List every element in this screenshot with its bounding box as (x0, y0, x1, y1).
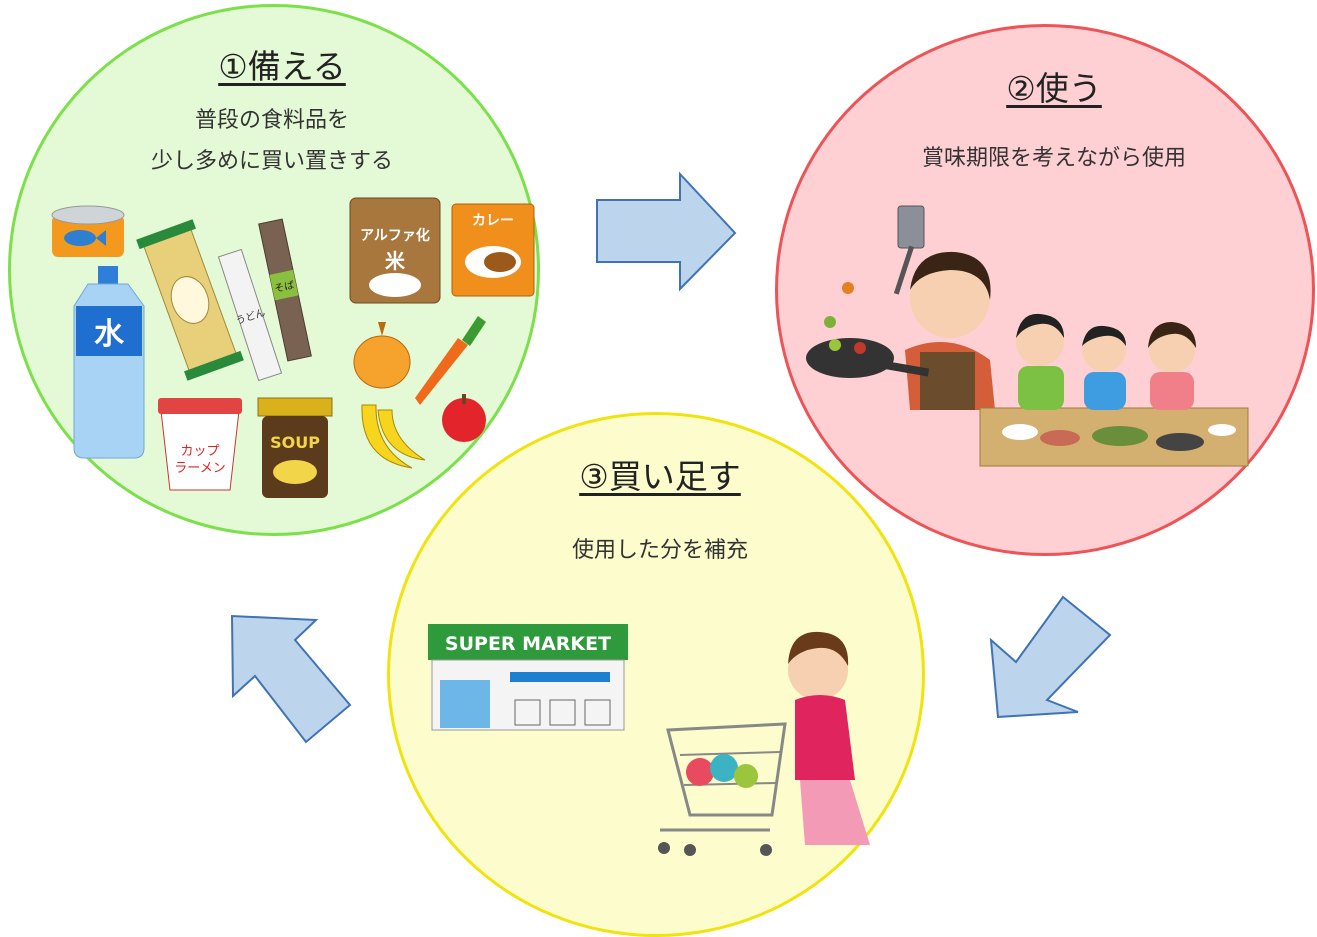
cup-noodle-label-2: ラーメン (174, 461, 225, 476)
frying-pan-icon (806, 282, 930, 378)
cup-noodle-icon: カップ ラーメン (158, 398, 242, 491)
down-left-arrow-icon (989, 595, 1112, 719)
soba-label: そば (273, 279, 295, 295)
step-3-title: ③買い足す (579, 457, 741, 496)
water-label: 水 (94, 317, 125, 352)
woman-with-cart-icon (658, 631, 870, 856)
mother-cooking-icon (905, 251, 995, 410)
family-dining-table-icon (979, 313, 1249, 467)
carrot-icon (415, 316, 486, 405)
stockpile-foods-illustration: 水 うどん そば アルファ化 米 カレー (51, 197, 535, 498)
udon-noodles-icon: うどん (217, 248, 283, 382)
step-1-title: ①備える (218, 47, 346, 86)
alpha-rice-label-2: 米 (385, 249, 406, 273)
alpha-rice-pack-icon: アルファ化 米 (349, 197, 441, 304)
soup-cup-icon: SOUP (257, 397, 333, 498)
step-3-description: 使用した分を補充 (571, 538, 749, 563)
family-cooking-illustration (806, 205, 1249, 467)
supermarket-sign: SUPER MARKET (445, 633, 611, 655)
step-1-description-line-2: 少し多めに買い置きする (150, 149, 394, 174)
step-1-description: 普段の食料品を 少し多めに買い置きする (151, 100, 393, 182)
supermarket-building-icon: SUPER MARKET (428, 624, 628, 731)
right-arrow-icon (596, 171, 737, 292)
alpha-rice-label-1: アルファ化 (360, 227, 430, 244)
curry-pouch-icon: カレー (451, 203, 535, 297)
up-left-arrow-icon (230, 614, 352, 744)
soba-noodles-icon: そば (258, 218, 312, 362)
curry-label: カレー (472, 213, 514, 229)
step-2-description: 賞味期限を考えながら使用 (921, 146, 1187, 171)
step-2-title: ②使う (1006, 69, 1102, 108)
apple-icon (442, 394, 486, 442)
step-1-description-line-1: 普段の食料品を (194, 108, 350, 133)
cup-noodle-label-1: カップ (180, 444, 219, 459)
step-2-circle (775, 24, 1315, 556)
soup-label: SOUP (270, 433, 320, 452)
pasta-pack-icon (136, 219, 244, 381)
banana-icon (361, 404, 426, 469)
water-bottle-icon: 水 (73, 266, 145, 459)
onion-icon (353, 322, 411, 389)
spatula-icon (893, 205, 925, 295)
canned-fish-icon (51, 205, 125, 257)
